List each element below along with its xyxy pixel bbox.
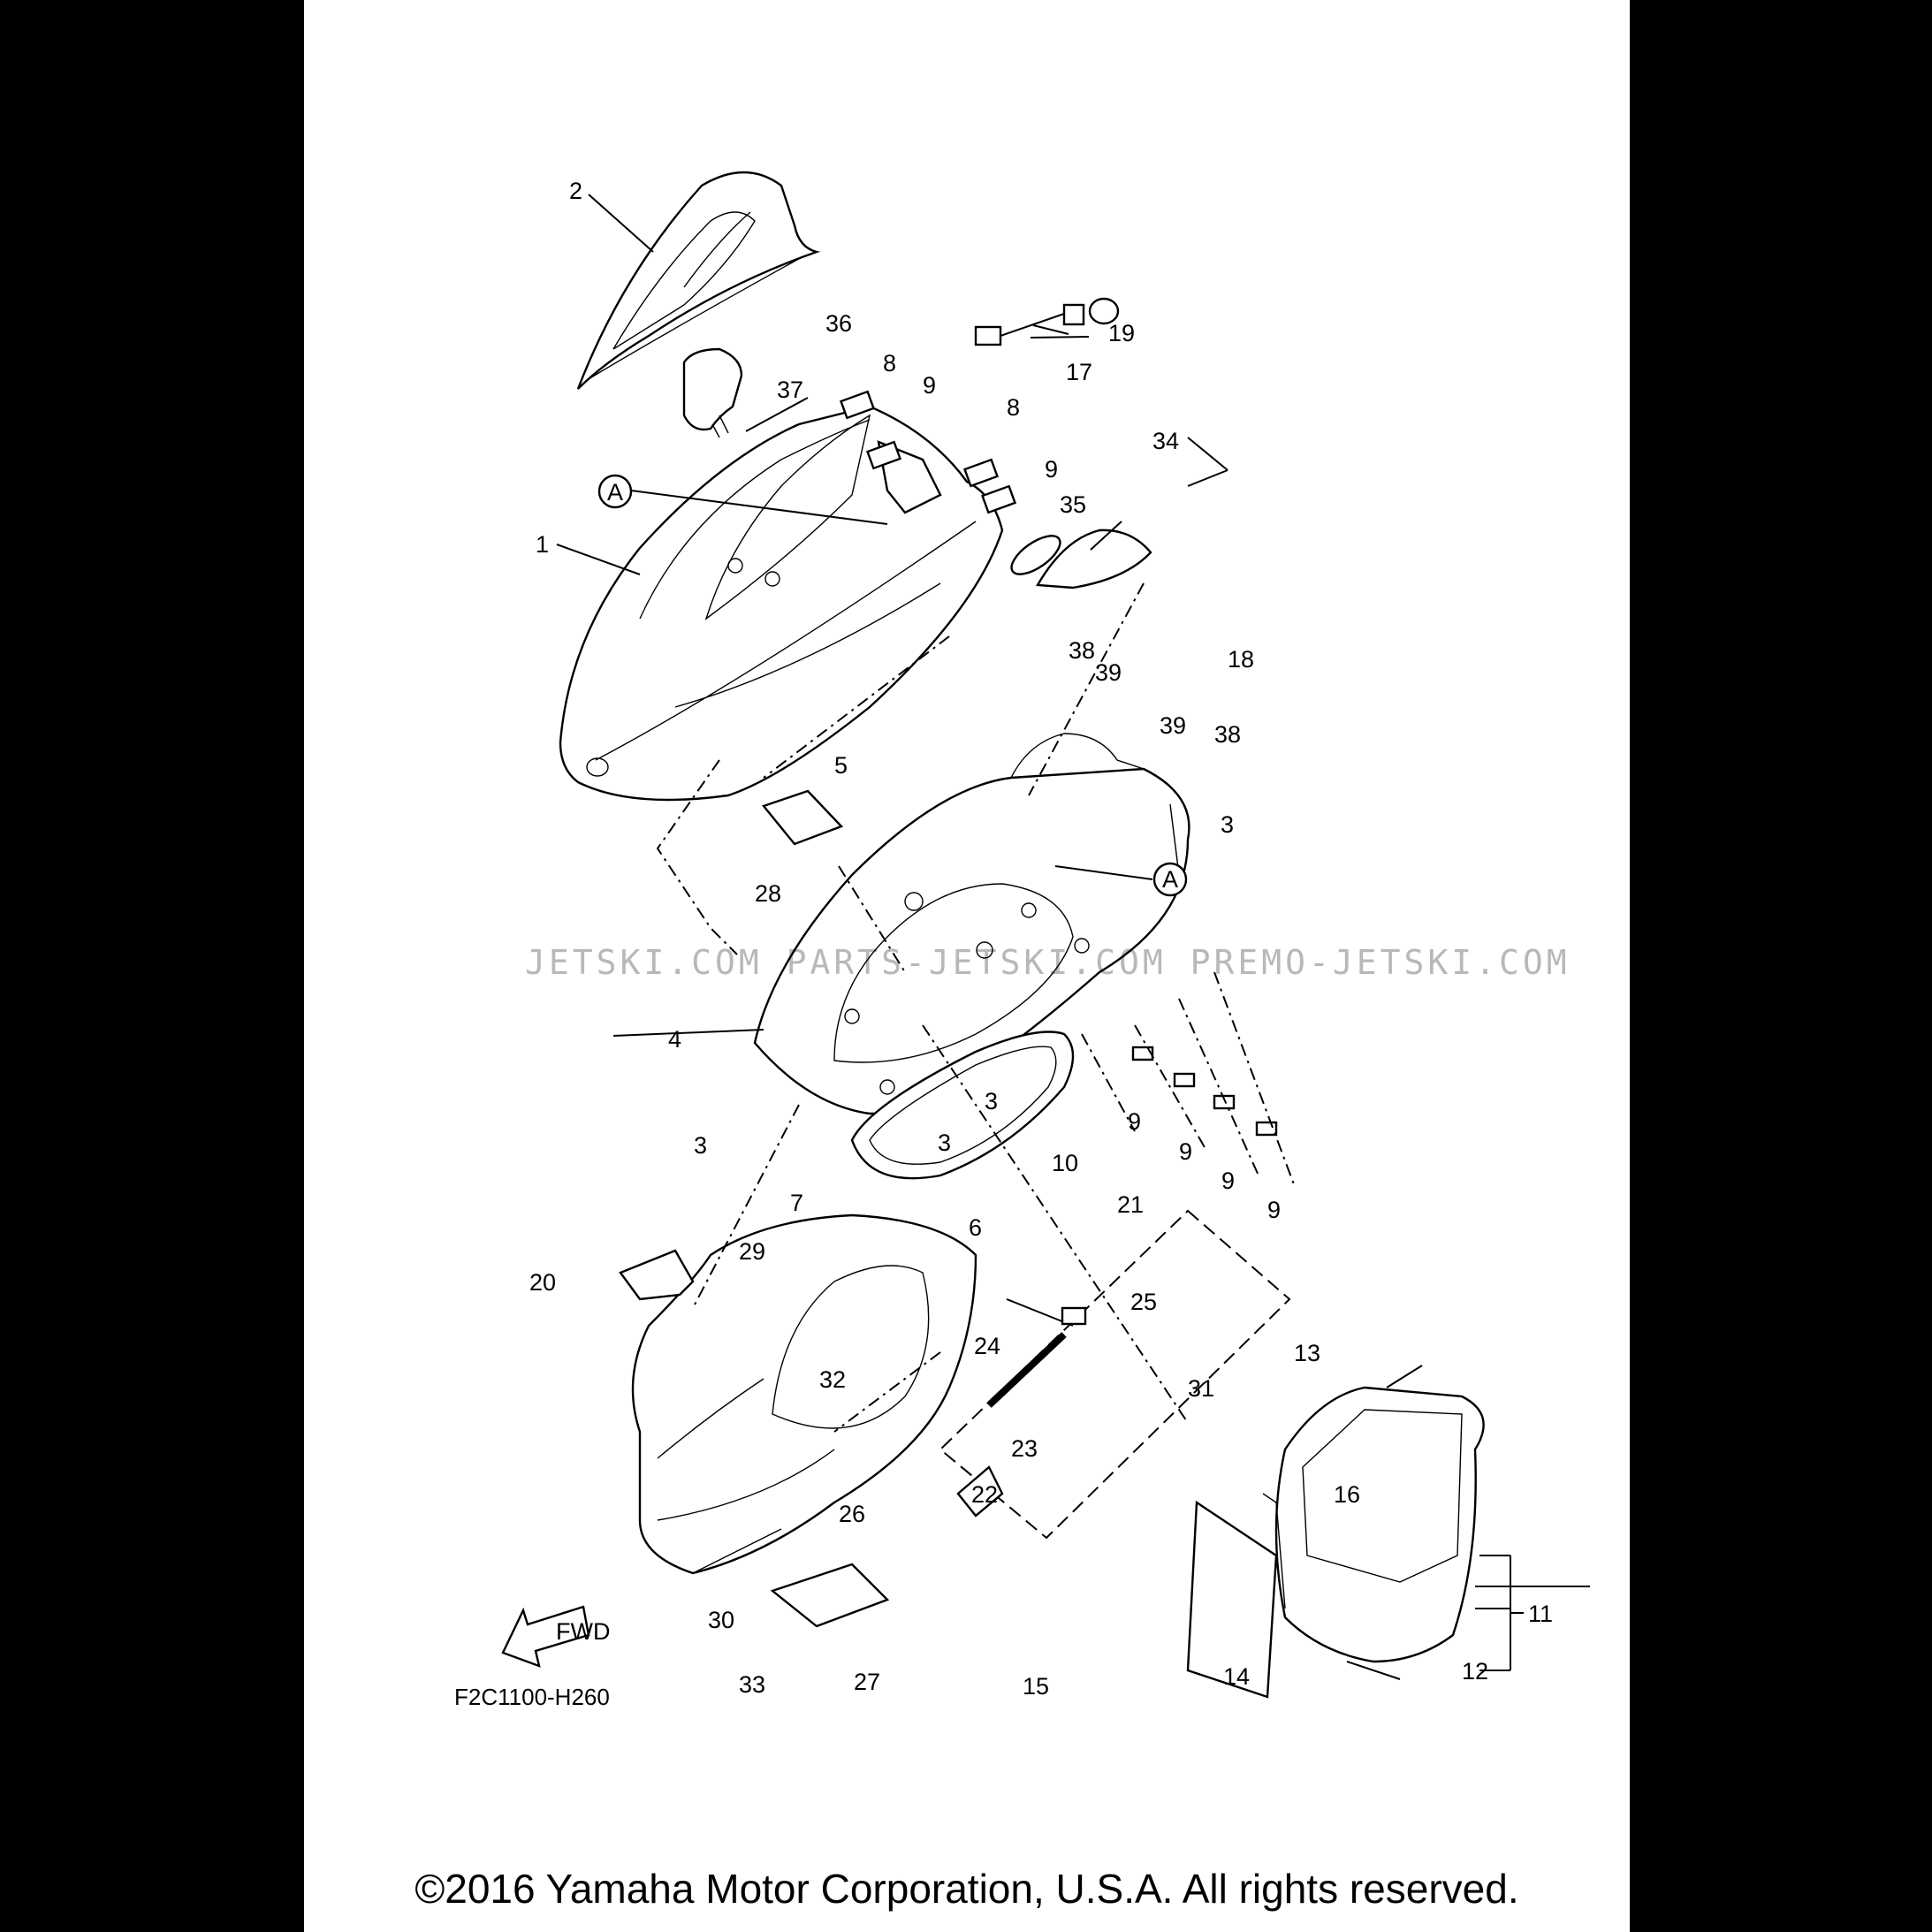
callout-9e: 9 — [1221, 1168, 1235, 1194]
callout-28: 28 — [755, 880, 781, 907]
callout-27: 27 — [854, 1669, 880, 1695]
part-20-hinge — [619, 1249, 695, 1301]
callout-38a: 38 — [1069, 637, 1095, 664]
callout-4: 4 — [668, 1026, 681, 1053]
assembly-lines — [656, 582, 1295, 1433]
part-14-lid — [1186, 1500, 1278, 1699]
part-7-gasket — [850, 1031, 1075, 1180]
figure-code: F2C1100-H260 — [454, 1684, 610, 1710]
callout-17: 17 — [1066, 359, 1092, 385]
callout-13: 13 — [1294, 1340, 1320, 1366]
callout-39a: 39 — [1095, 659, 1122, 686]
callout-3b: 3 — [694, 1132, 707, 1159]
callout-15: 15 — [1023, 1673, 1049, 1700]
callout-30: 30 — [708, 1607, 734, 1633]
part-5-plate — [761, 789, 844, 846]
callout-5: 5 — [834, 752, 848, 779]
callout-9b: 9 — [1045, 456, 1058, 483]
fwd-label: FWD — [556, 1618, 610, 1645]
part-34-side-light — [1010, 529, 1152, 589]
ref-marker-a-top: A — [597, 474, 633, 509]
callout-20: 20 — [529, 1269, 556, 1296]
callout-26: 26 — [839, 1501, 865, 1527]
callout-37: 37 — [777, 377, 803, 403]
callout-8a: 8 — [883, 350, 896, 377]
callout-25: 25 — [1130, 1289, 1157, 1315]
callout-1: 1 — [536, 531, 549, 558]
upper-pads — [840, 390, 1016, 514]
callout-9a: 9 — [923, 372, 936, 399]
callouts: 2 1 36 37 8 9 8 9 17 19 34 35 38 39 18 3… — [529, 178, 1553, 1700]
callout-24: 24 — [974, 1333, 1000, 1359]
callout-7: 7 — [790, 1190, 803, 1216]
callout-33: 33 — [739, 1671, 765, 1698]
watermark: JETSKI.COM PARTS-JETSKI.COM PREMO-JETSKI… — [525, 943, 1571, 982]
callout-10: 10 — [1052, 1150, 1078, 1176]
part-21-damper-set — [939, 1209, 1291, 1540]
callout-23: 23 — [1011, 1435, 1038, 1462]
callout-16: 16 — [1334, 1481, 1360, 1508]
callout-21: 21 — [1117, 1191, 1144, 1218]
callout-38b: 38 — [1214, 721, 1241, 748]
callout-2: 2 — [569, 178, 582, 204]
callout-32: 32 — [819, 1366, 846, 1393]
leader-lines — [556, 194, 1590, 1680]
callout-11: 11 — [1528, 1601, 1553, 1627]
callout-6: 6 — [969, 1214, 982, 1241]
part-1-front-hood — [559, 405, 1004, 802]
part-17-switch — [974, 297, 1120, 346]
callout-35: 35 — [1060, 491, 1086, 518]
callout-29: 29 — [739, 1238, 765, 1265]
callout-9c: 9 — [1128, 1108, 1141, 1135]
callout-34: 34 — [1152, 428, 1179, 454]
callout-3d: 3 — [938, 1130, 951, 1156]
part-30-bracket — [770, 1563, 890, 1628]
copyright-notice: ©2016 Yamaha Motor Corporation, U.S.A. A… — [415, 1866, 1519, 1912]
ref-marker-a-bottom: A — [1152, 862, 1188, 897]
callout-31: 31 — [1188, 1375, 1214, 1402]
callout-9d: 9 — [1179, 1138, 1192, 1165]
callout-18: 18 — [1228, 646, 1254, 673]
ref-marker-a-top-label: A — [607, 479, 623, 506]
diagram-sheet: FWD A A — [304, 0, 1630, 1932]
fwd-arrow-icon: FWD — [501, 1605, 610, 1668]
part-11-storage-box — [1262, 1386, 1485, 1663]
ref-marker-a-bottom-label: A — [1162, 866, 1178, 893]
callout-39b: 39 — [1160, 712, 1186, 739]
callout-3a: 3 — [1221, 811, 1234, 838]
lower-pads — [1131, 1046, 1278, 1137]
callout-9f: 9 — [1267, 1197, 1281, 1223]
part-36-light — [682, 347, 743, 438]
callout-22: 22 — [971, 1481, 998, 1508]
callout-14: 14 — [1223, 1663, 1250, 1690]
callout-8b: 8 — [1007, 394, 1020, 421]
callout-3c: 3 — [985, 1088, 998, 1114]
callout-36: 36 — [825, 310, 852, 337]
callout-12: 12 — [1462, 1658, 1488, 1685]
exploded-parts-diagram: FWD A A — [501, 171, 1590, 1700]
callout-19: 19 — [1108, 320, 1135, 346]
